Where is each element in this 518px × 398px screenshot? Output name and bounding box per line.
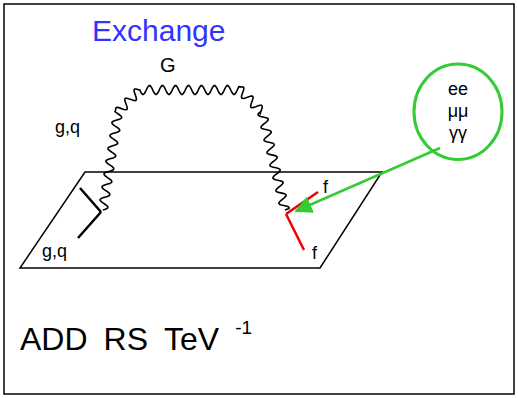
superscript: -1 [235,318,252,339]
title: Exchange [92,14,225,47]
pointer-arrow [296,148,440,211]
graviton-label: G [160,54,176,76]
fermion-label: f [312,244,317,264]
final-state-ellipse: ee μμ γγ [412,62,504,161]
model-label: RS [104,322,148,357]
incoming-parton [78,212,101,238]
incoming-parton [80,188,101,212]
outgoing-fermion [286,214,304,250]
model-label: TeV [164,322,219,357]
parton-label: g,q [42,242,67,262]
graviton-wave [100,86,289,210]
parton-label: g,q [55,118,80,138]
frame [4,4,514,394]
model-label: ADD [20,322,88,357]
graviton-line [100,86,289,210]
brane-plane [20,172,382,268]
fermion-label: f [323,178,328,198]
node-text: ee μμ γγ [448,79,469,144]
